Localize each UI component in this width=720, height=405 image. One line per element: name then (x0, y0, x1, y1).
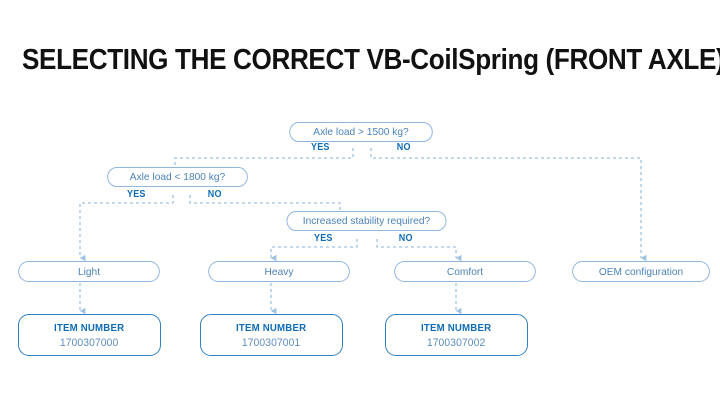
decision-label: Axle load < 1800 kg? (129, 171, 226, 183)
result-node-light[interactable]: Light (18, 261, 160, 282)
edge-d3-yes (270, 239, 358, 262)
item-number-box-comfort[interactable]: ITEM NUMBER 1700307002 (385, 314, 528, 356)
edge-d1-no (370, 148, 647, 262)
item-number-label: ITEM NUMBER (236, 321, 307, 334)
result-label: Heavy (264, 265, 294, 278)
item-number-value: 1700307002 (427, 336, 486, 349)
item-number-value: 1700307000 (60, 336, 119, 349)
result-node-oem[interactable]: OEM configuration (572, 261, 710, 282)
branch-label-d3-yes: YES (314, 233, 333, 244)
branch-label-d3-no: NO (398, 233, 413, 244)
decision-label: Increased stability required? (302, 215, 431, 227)
item-number-value: 1700307001 (242, 336, 301, 349)
edge-d2-no (189, 195, 341, 211)
page-title: SELECTING THE CORRECT VB-CoilSpring (FRO… (22, 44, 720, 76)
result-node-heavy[interactable]: Heavy (208, 261, 350, 282)
item-number-box-heavy[interactable]: ITEM NUMBER 1700307001 (200, 314, 343, 356)
result-label: Light (77, 265, 101, 278)
decision-node-axle-load-1500[interactable]: Axle load > 1500 kg? (289, 122, 433, 142)
edge-d2-yes (79, 195, 174, 262)
edge-d3-no (376, 239, 462, 262)
result-node-comfort[interactable]: Comfort (394, 261, 536, 282)
decision-node-increased-stability[interactable]: Increased stability required? (286, 211, 447, 231)
branch-label-d2-yes: YES (127, 189, 146, 200)
branch-label-d1-yes: YES (311, 142, 330, 153)
result-label: OEM configuration (598, 265, 684, 278)
branch-label-d1-no: NO (396, 142, 411, 153)
decision-node-axle-load-1800[interactable]: Axle load < 1800 kg? (107, 167, 248, 187)
edge-d1-yes (174, 148, 354, 167)
item-number-box-light[interactable]: ITEM NUMBER 1700307000 (18, 314, 161, 356)
result-label: Comfort (446, 265, 484, 278)
item-number-label: ITEM NUMBER (54, 321, 125, 334)
decision-label: Axle load > 1500 kg? (313, 126, 409, 138)
branch-label-d2-no: NO (207, 189, 222, 200)
item-number-label: ITEM NUMBER (421, 321, 492, 334)
